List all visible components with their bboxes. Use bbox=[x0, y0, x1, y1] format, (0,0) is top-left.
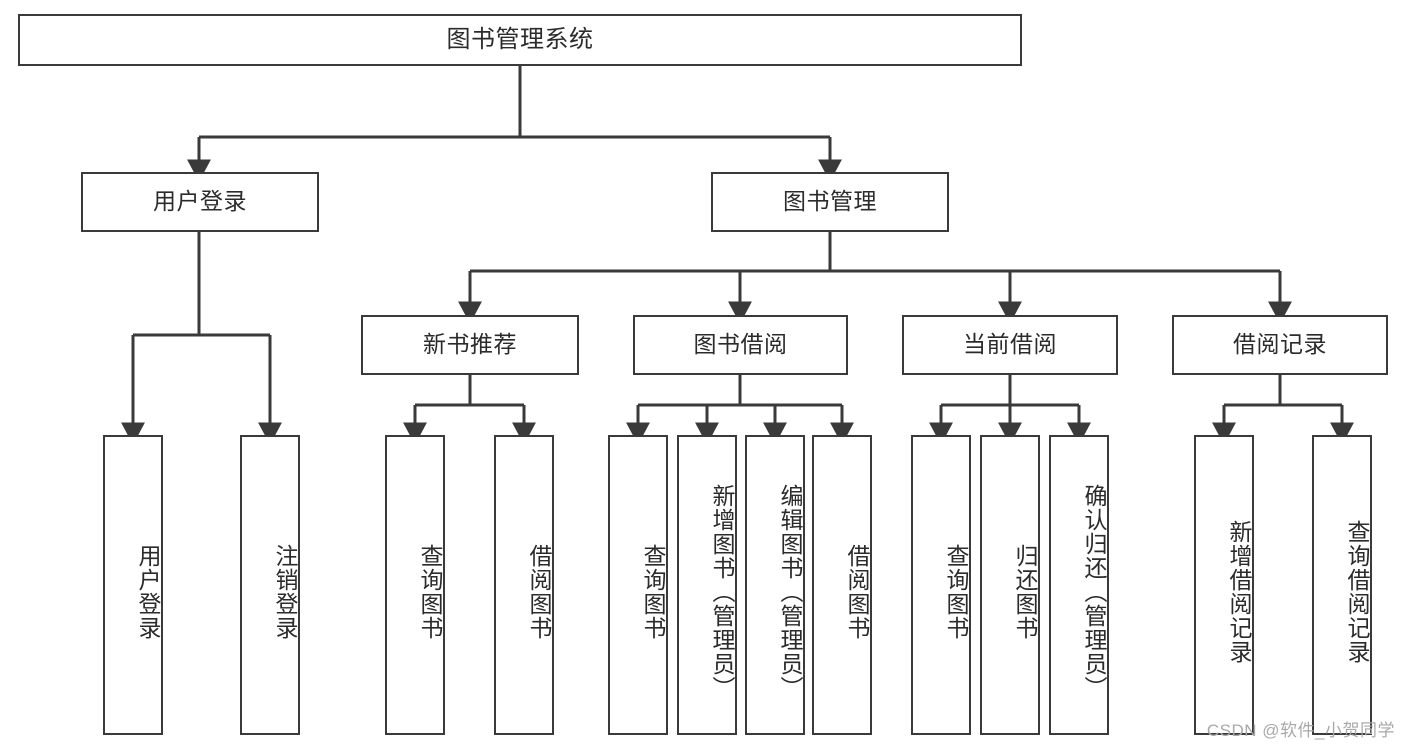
leaf-return-book[interactable]: 归还图书 bbox=[980, 435, 1040, 735]
node-label: 注销登录 bbox=[272, 544, 298, 640]
leaf-add-book[interactable]: 新增图书（管理员） bbox=[677, 435, 737, 735]
node-label: 新书推荐 bbox=[423, 331, 517, 358]
node-label: 借阅图书 bbox=[526, 544, 552, 640]
leaf-edit-book[interactable]: 编辑图书（管理员） bbox=[745, 435, 805, 735]
leaf-query-book-2[interactable]: 查询图书 bbox=[608, 435, 668, 735]
node-label: 查询借阅记录 bbox=[1344, 520, 1370, 664]
leaf-borrow-book-1[interactable]: 借阅图书 bbox=[494, 435, 554, 735]
node-user-login[interactable]: 用户登录 bbox=[81, 172, 319, 232]
leaf-confirm-return[interactable]: 确认归还（管理员） bbox=[1049, 435, 1109, 735]
leaf-borrow-book-2[interactable]: 借阅图书 bbox=[812, 435, 872, 735]
node-book-borrow[interactable]: 图书借阅 bbox=[633, 315, 848, 375]
node-label: 图书管理系统 bbox=[446, 25, 594, 53]
node-label: 归还图书 bbox=[1012, 544, 1038, 640]
node-label: 借阅图书 bbox=[844, 544, 870, 640]
node-book-management[interactable]: 图书管理 bbox=[711, 172, 949, 232]
node-label: 当前借阅 bbox=[963, 331, 1057, 358]
node-current-borrow[interactable]: 当前借阅 bbox=[902, 315, 1118, 375]
node-borrow-record[interactable]: 借阅记录 bbox=[1172, 315, 1388, 375]
leaf-query-borrow-record[interactable]: 查询借阅记录 bbox=[1312, 435, 1372, 735]
node-label: 图书借阅 bbox=[693, 331, 788, 358]
node-new-book-recommend[interactable]: 新书推荐 bbox=[361, 315, 579, 375]
node-label: 编辑图书（管理员） bbox=[777, 484, 803, 700]
leaf-logout-login[interactable]: 注销登录 bbox=[240, 435, 300, 735]
node-label: 用户登录 bbox=[135, 544, 161, 640]
node-label: 图书管理 bbox=[783, 188, 877, 215]
leaf-query-book-3[interactable]: 查询图书 bbox=[911, 435, 971, 735]
node-label: 借阅记录 bbox=[1233, 331, 1327, 358]
node-label: 确认归还（管理员） bbox=[1081, 484, 1107, 700]
node-label: 新增借阅记录 bbox=[1226, 520, 1252, 664]
leaf-query-book-1[interactable]: 查询图书 bbox=[385, 435, 445, 735]
node-label: 新增图书（管理员） bbox=[709, 484, 735, 700]
watermark-text: CSDN @软件_小贺同学 bbox=[1206, 721, 1395, 740]
node-root-system[interactable]: 图书管理系统 bbox=[18, 14, 1022, 66]
node-label: 查询图书 bbox=[417, 544, 443, 640]
node-label: 查询图书 bbox=[640, 544, 666, 640]
node-label: 查询图书 bbox=[943, 544, 969, 640]
leaf-user-login[interactable]: 用户登录 bbox=[103, 435, 163, 735]
node-label: 用户登录 bbox=[153, 188, 247, 215]
leaf-add-borrow-record[interactable]: 新增借阅记录 bbox=[1194, 435, 1254, 735]
